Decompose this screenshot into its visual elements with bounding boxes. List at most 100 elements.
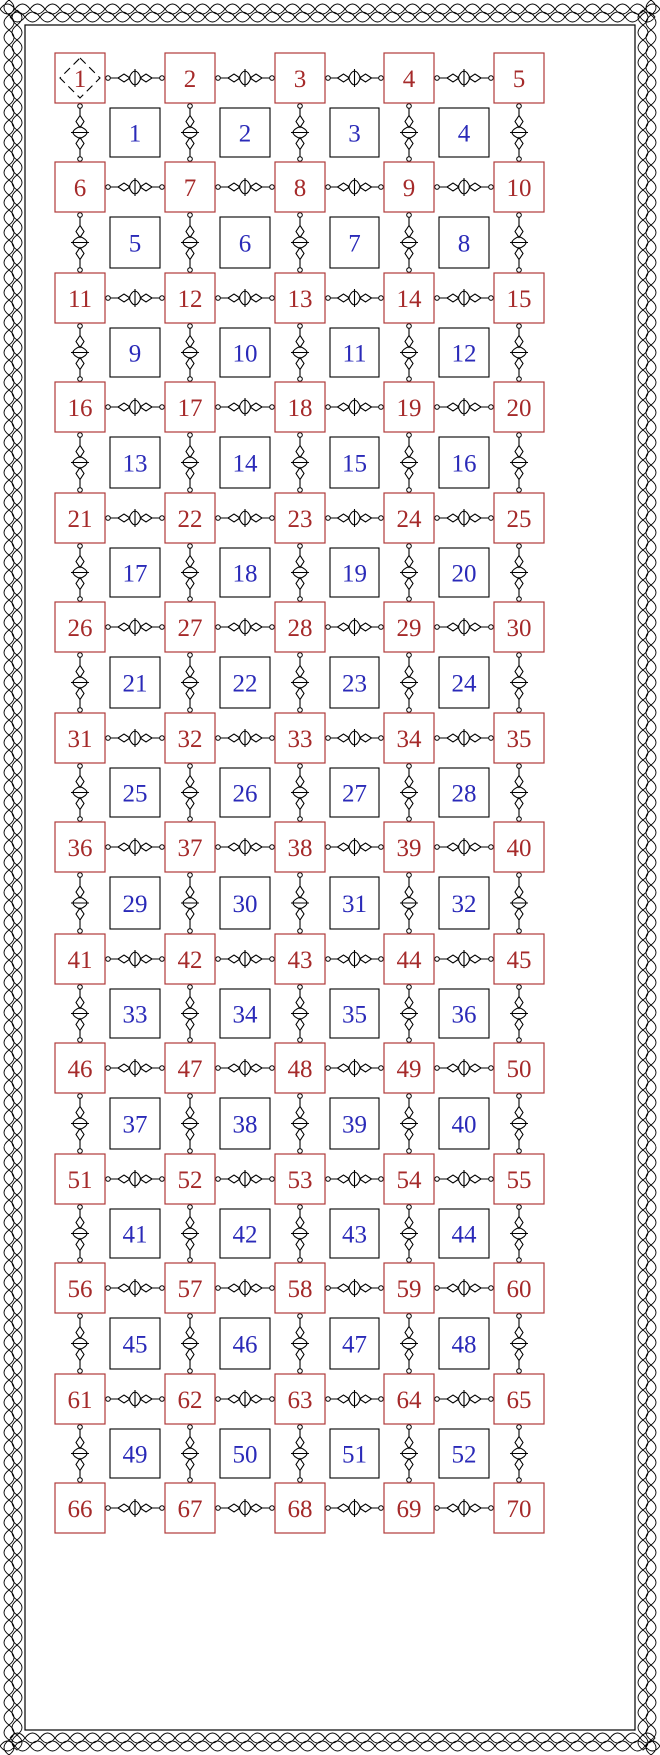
corner-number: 5	[513, 66, 526, 93]
cell: 34	[220, 989, 270, 1038]
corner-box: 33	[275, 713, 325, 763]
connector-horizontal	[325, 729, 384, 747]
corner-number: 52	[178, 1167, 203, 1194]
corner-number: 44	[397, 947, 423, 974]
cell-number: 21	[123, 671, 148, 698]
connector-horizontal	[215, 1499, 275, 1517]
connector-horizontal	[434, 289, 494, 307]
cell-number: 30	[233, 891, 258, 918]
corner-number: 13	[288, 286, 313, 313]
cell-number: 4	[458, 121, 471, 148]
connector-vertical	[510, 432, 528, 493]
corner-number: 36	[68, 835, 93, 862]
cell-number: 44	[452, 1222, 478, 1249]
connector-vertical	[400, 652, 418, 713]
corner-number: 40	[507, 835, 532, 862]
corner-box: 4	[384, 53, 434, 103]
cell: 19	[330, 548, 379, 597]
corner-number: 19	[397, 395, 422, 422]
corner-number: 8	[294, 175, 307, 202]
connector-horizontal	[215, 1059, 275, 1077]
cell: 15	[330, 437, 379, 488]
corner-box: 37	[165, 822, 215, 872]
cell-number: 36	[452, 1002, 477, 1029]
corner-box: 7	[165, 162, 215, 212]
cell: 9	[110, 328, 160, 377]
corner-box: 67	[165, 1483, 215, 1533]
corner-number: 34	[397, 726, 423, 753]
corner-box: 26	[55, 602, 105, 652]
cell-number: 50	[233, 1442, 258, 1469]
connector-vertical	[291, 212, 309, 273]
cell: 51	[330, 1429, 379, 1478]
cell: 25	[110, 768, 160, 817]
connector-vertical	[291, 323, 309, 382]
corner-box: 18	[275, 382, 325, 432]
corner-number: 53	[288, 1167, 313, 1194]
cell: 24	[439, 657, 489, 708]
cell: 52	[439, 1429, 489, 1478]
corner-box: 40	[494, 822, 544, 872]
corner-box: 29	[384, 602, 434, 652]
corner-number: 1	[74, 66, 87, 93]
cell: 26	[220, 768, 270, 817]
corner-number: 63	[288, 1387, 313, 1414]
connector-vertical	[71, 984, 89, 1043]
connector-vertical	[510, 1313, 528, 1374]
corner-box: 27	[165, 602, 215, 652]
cell-number: 14	[233, 451, 259, 478]
corner-number: 42	[178, 947, 203, 974]
connector-horizontal	[215, 838, 275, 856]
corner-box: 34	[384, 713, 434, 763]
cell-number: 16	[452, 451, 477, 478]
corner-box: 31	[55, 713, 105, 763]
corner-number: 65	[507, 1387, 532, 1414]
corner-box: 20	[494, 382, 544, 432]
corner-box: 43	[275, 934, 325, 984]
corner-number: 67	[178, 1496, 203, 1523]
corner-number: 41	[68, 947, 93, 974]
corner-number: 11	[68, 286, 92, 313]
connector-horizontal	[105, 1279, 165, 1297]
corner-box: 45	[494, 934, 544, 984]
corner-number: 61	[68, 1387, 93, 1414]
cell: 5	[110, 217, 160, 268]
corner-number: 70	[507, 1496, 532, 1523]
cell: 27	[330, 768, 379, 817]
cell-number: 43	[342, 1222, 367, 1249]
corner-number: 26	[68, 615, 93, 642]
cell-number: 29	[123, 891, 148, 918]
connector-vertical	[291, 103, 309, 162]
connector-horizontal	[105, 838, 165, 856]
cell: 50	[220, 1429, 270, 1478]
corner-box: 54	[384, 1154, 434, 1204]
cell-number: 23	[342, 671, 367, 698]
corner-box: 53	[275, 1154, 325, 1204]
connector-horizontal	[105, 618, 165, 636]
corner-number: 64	[397, 1387, 423, 1414]
connector-horizontal	[215, 289, 275, 307]
corner-number: 23	[288, 506, 313, 533]
cell-number: 12	[452, 341, 477, 368]
corner-box: 63	[275, 1374, 325, 1424]
connector-vertical	[291, 763, 309, 822]
cell: 49	[110, 1429, 160, 1478]
connector-vertical	[510, 1424, 528, 1483]
connector-horizontal	[325, 950, 384, 968]
connector-horizontal	[105, 178, 165, 196]
corner-box: 8	[275, 162, 325, 212]
corner-box: 21	[55, 493, 105, 543]
cell: 4	[439, 108, 489, 157]
cell: 16	[439, 437, 489, 488]
connector-horizontal	[215, 69, 275, 87]
corner-box: 66	[55, 1483, 105, 1533]
connector-horizontal	[434, 178, 494, 196]
corner-box: 35	[494, 713, 544, 763]
cell-number: 38	[233, 1112, 258, 1139]
connector-vertical	[71, 1204, 89, 1263]
corner-number: 47	[178, 1056, 203, 1083]
connector-horizontal	[105, 1059, 165, 1077]
connector-vertical	[291, 652, 309, 713]
corner-box: 11	[55, 273, 105, 323]
connector-vertical	[400, 432, 418, 493]
